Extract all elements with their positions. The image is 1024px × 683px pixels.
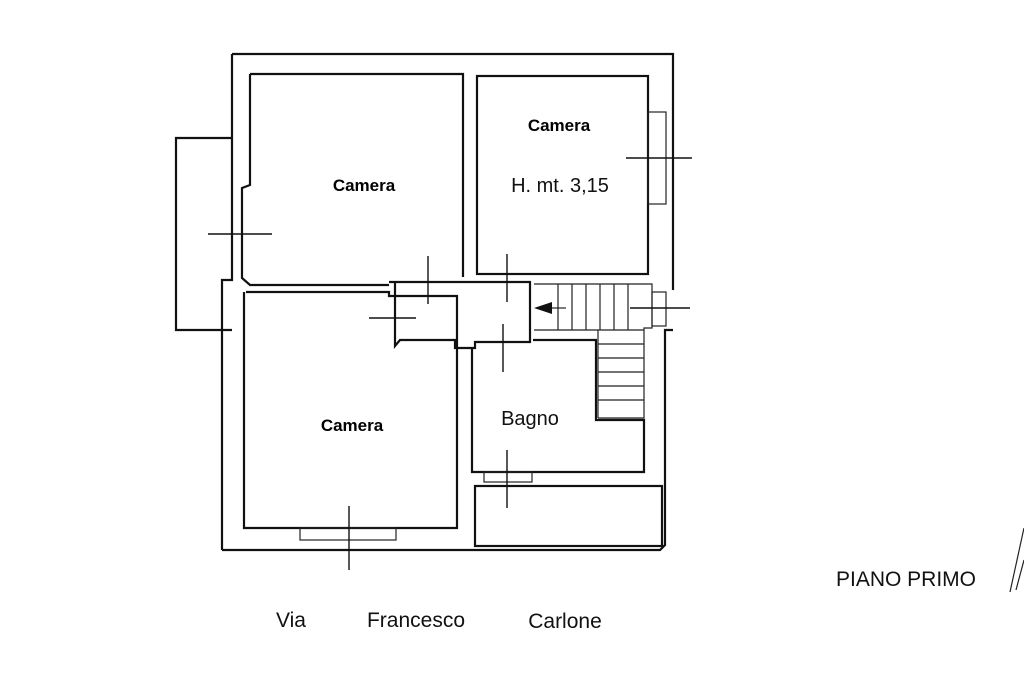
street-word-via: Via	[276, 609, 306, 632]
street-word-carlone: Carlone	[528, 610, 602, 633]
street-word-francesco: Francesco	[367, 609, 465, 632]
corridor	[369, 254, 532, 372]
room-storage	[473, 484, 664, 548]
room-camera-top-left	[240, 72, 465, 287]
balcony-left	[174, 136, 272, 332]
staircase	[534, 283, 690, 419]
ceiling-height-label: H. mt. 3,15	[511, 175, 609, 197]
room-label-camera-bottom-left: Camera	[321, 416, 384, 435]
north-arrow-icon	[1009, 527, 1024, 593]
room-label-camera-top-left: Camera	[333, 176, 396, 195]
room-camera-bottom-left	[242, 290, 459, 570]
floor-label: PIANO PRIMO	[836, 568, 976, 591]
room-bagno	[470, 338, 646, 508]
stair-arrow-icon	[534, 302, 552, 314]
room-camera-top-right	[475, 74, 692, 276]
outer-walls	[220, 52, 675, 552]
room-label-camera-top-right: Camera	[528, 116, 591, 135]
room-label-bagno: Bagno	[501, 408, 559, 430]
